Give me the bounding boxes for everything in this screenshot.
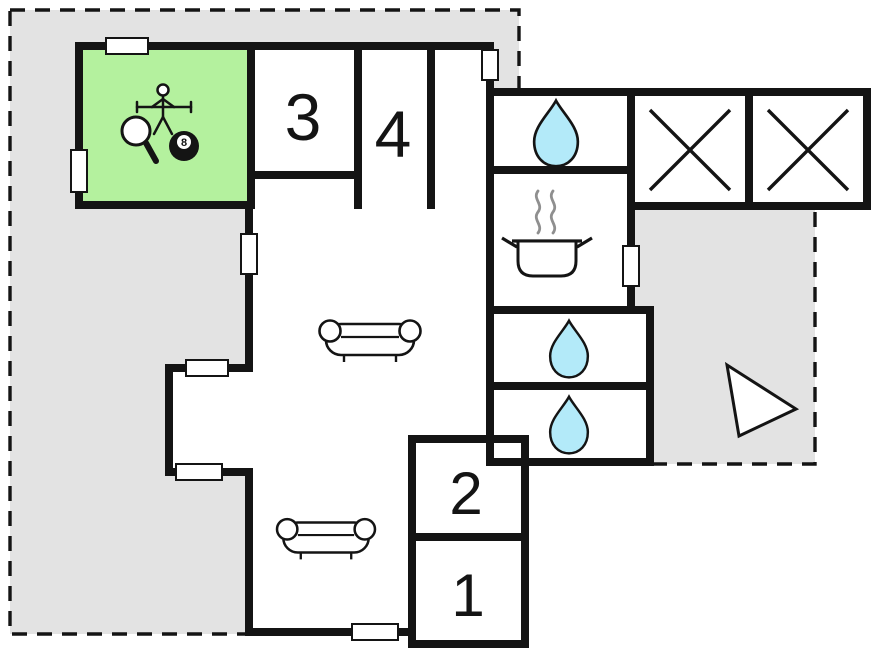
x-mark-icon: [648, 108, 732, 192]
outdoor-area-right: [631, 210, 815, 464]
window-opening-bay-top: [185, 359, 229, 377]
bedroom-2-number: 2: [449, 460, 482, 527]
bedroom-1-number: 1: [451, 562, 484, 629]
window-opening-game-room-left: [70, 149, 88, 193]
door-opening-living-left: [240, 233, 258, 275]
x-mark-icon: [766, 108, 850, 192]
water-drop-icon: [532, 97, 580, 168]
foosball-player-icon: [135, 83, 193, 136]
billiard-8-ball-icon: 8: [169, 131, 199, 161]
window-opening-bay-bottom: [175, 463, 223, 481]
door-opening-top-right: [481, 49, 499, 81]
bedroom-block-floor: [408, 435, 529, 648]
billiard-ball-number: 8: [181, 137, 187, 149]
water-drop-icon: [548, 394, 590, 455]
window-opening-game-room-top: [105, 37, 149, 55]
bay-extension-floor: [165, 364, 253, 476]
property-boundary-right-dashed: [652, 212, 817, 466]
bedroom-3-number: 3: [285, 80, 322, 154]
game-room-floor: [77, 44, 253, 207]
door-window-openings: [70, 37, 640, 641]
table-tennis-paddle-icon: [120, 115, 159, 164]
room-number-labels: 3 4 2 1: [285, 80, 485, 629]
triangle-pointer-icon: [724, 361, 800, 439]
cooking-pot-steam-icon: [501, 189, 593, 278]
door-opening-bottom: [351, 623, 399, 641]
door-opening-kitchen-right: [622, 245, 640, 287]
bedroom-4-number: 4: [375, 97, 412, 171]
water-drop-icon: [548, 318, 590, 379]
